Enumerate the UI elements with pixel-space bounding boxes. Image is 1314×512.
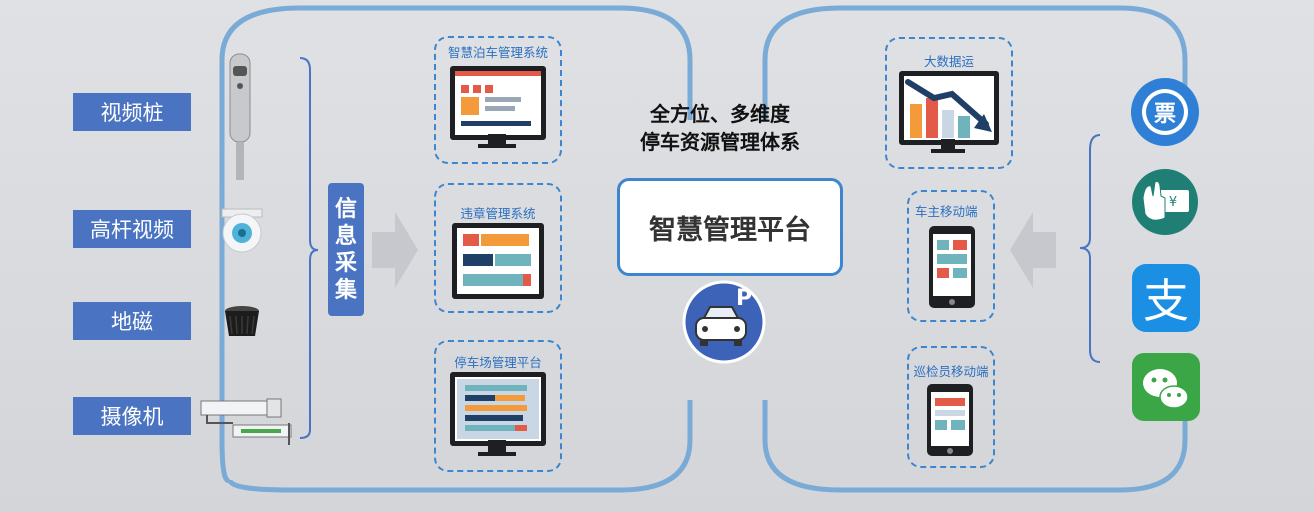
system-card-parking-lot[interactable]: 停车场管理平台 [434, 340, 562, 472]
smart-management-platform[interactable]: 智慧管理平台 [617, 178, 843, 276]
device-label-geomagnetic: 地磁 [73, 302, 191, 340]
monitor-base [931, 149, 965, 153]
info-collection-char: 采 [334, 250, 357, 276]
left-arrow-icon [1010, 212, 1056, 288]
info-collection-char: 信 [334, 196, 357, 222]
phone-icon [927, 384, 973, 456]
parking-p-badge: P [736, 286, 753, 311]
system-title: 大数据运 [923, 54, 974, 69]
video-pile-icon [229, 53, 251, 180]
alipay-icon[interactable]: 支 [1132, 264, 1200, 332]
camera-icon [200, 398, 292, 445]
svg-text:¥: ¥ [1169, 195, 1177, 210]
right-arrow-icon [372, 212, 418, 288]
center-heading-line1: 全方位、多维度 [650, 102, 790, 126]
monitor-stand [488, 440, 506, 452]
monitor-stand [488, 134, 506, 144]
parking-car-icon [682, 280, 766, 364]
monitor-base [478, 144, 516, 148]
info-collection-label: 信 息 采 集 [328, 183, 364, 316]
ticket-app-icon[interactable]: 票 [1131, 78, 1199, 146]
device-label-video-pile: 视频桩 [73, 93, 191, 131]
ticket-icon: 票 [1146, 93, 1184, 131]
platform-label: 智慧管理平台 [649, 214, 811, 246]
cash-payment-icon[interactable]: ¥ [1131, 168, 1199, 236]
monitor-icon [899, 71, 999, 145]
monitor-stand [941, 139, 955, 149]
info-collection-char: 息 [334, 223, 357, 249]
system-title: 违章管理系统 [460, 206, 536, 221]
device-label-camera: 摄像机 [73, 397, 191, 435]
monitor-icon [450, 66, 546, 140]
owner-mobile-card[interactable]: 车主移动端 [907, 190, 995, 322]
wechat-icon[interactable] [1132, 353, 1200, 421]
big-data-card[interactable]: 大数据运 [885, 37, 1013, 169]
mobile-title: 巡检员移动端 [913, 364, 989, 379]
info-collection-char: 集 [334, 277, 357, 303]
system-title: 停车场管理平台 [454, 355, 542, 370]
dome-camera-icon [221, 208, 263, 253]
system-card-smart-parking[interactable]: 智慧泊车管理系统 [434, 36, 562, 164]
system-title: 智慧泊车管理系统 [447, 45, 548, 60]
device-label-high-pole-video: 高杆视频 [73, 210, 191, 248]
monitor-icon [450, 372, 546, 446]
monitor-base [478, 452, 516, 456]
geomagnetic-sensor-icon [225, 306, 259, 336]
inspector-mobile-card[interactable]: 巡检员移动端 [907, 346, 995, 468]
phone-icon [929, 226, 975, 308]
center-heading-line2: 停车资源管理体系 [640, 130, 800, 154]
monitor-icon [452, 223, 544, 299]
mobile-title: 车主移动端 [915, 204, 978, 219]
system-card-violation[interactable]: 违章管理系统 [434, 183, 562, 313]
